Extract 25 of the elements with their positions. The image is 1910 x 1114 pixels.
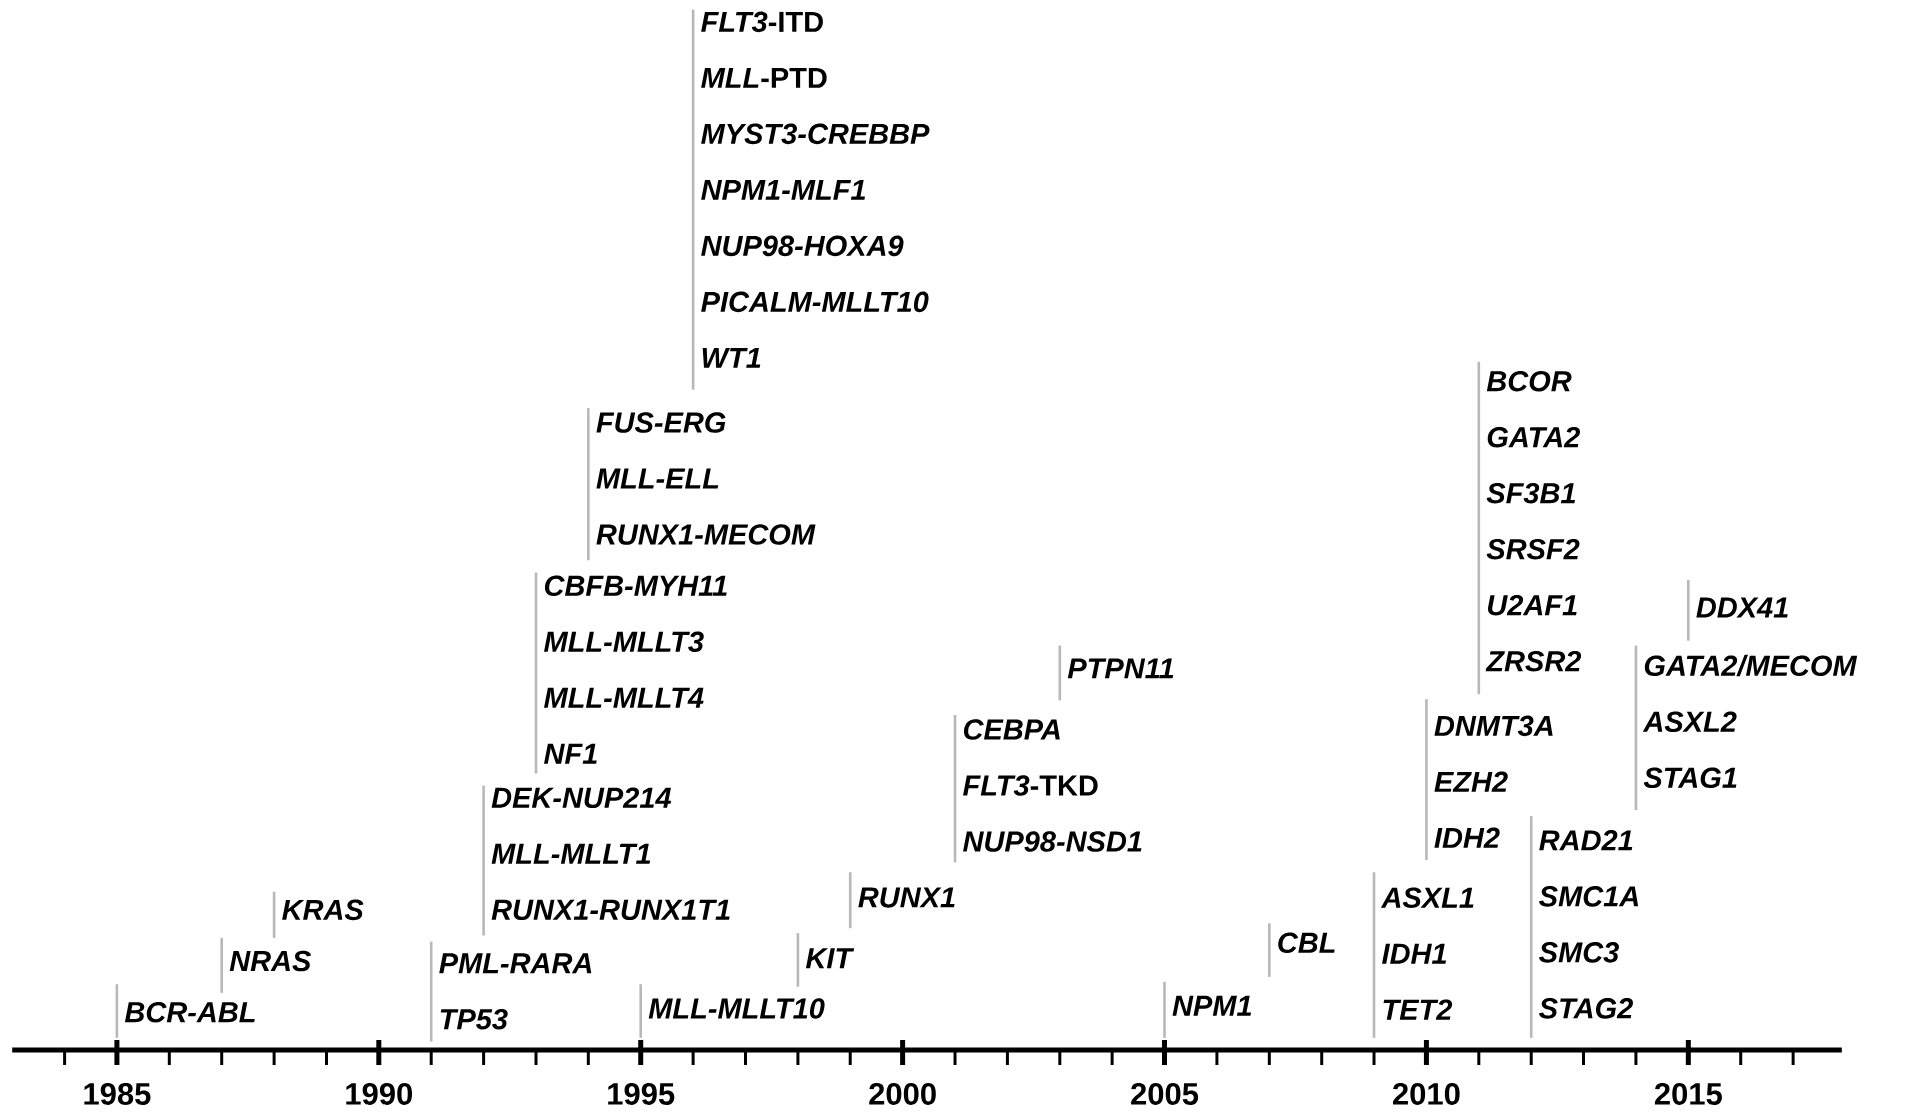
gene-group: BCOR GATA2 SF3B1 SRSF2 U2AF1 ZRSR2 [1477, 361, 1582, 695]
gene-group: KRAS [272, 891, 364, 938]
gene-group: CBL [1268, 923, 1335, 977]
gene-group: CBFB-MYH11 MLL-MLLT3 MLL-MLLT4 NF1 [534, 572, 727, 774]
gene-group: PML-RARA TP53 [429, 941, 592, 1042]
year-label: 2015 [1654, 1082, 1722, 1105]
year-label: 2010 [1393, 1082, 1460, 1105]
gene-group: KIT [796, 933, 855, 987]
gene-group: CEBPA FLT3-TKD NUP98-NSD1 [953, 715, 1142, 863]
year-label: 1990 [346, 1082, 412, 1105]
year-label: 2005 [1131, 1082, 1199, 1105]
gene-group: DDX41 [1687, 579, 1788, 641]
gene-group: DEK-NUP214 MLL-MLLT1 RUNX1-RUNX1T1 [482, 785, 730, 936]
gene-group: NPM1 [1163, 981, 1251, 1038]
gene-group: ASXL1 IDH1 TET2 [1372, 872, 1474, 1038]
year-label: 1995 [608, 1082, 675, 1105]
gene-group: GATA2/MECOM ASXL2 STAG1 [1634, 645, 1858, 810]
gene-group: MLL-MLLT10 [639, 984, 825, 1038]
year-label: 1985 [84, 1082, 151, 1105]
year-label: 2000 [869, 1082, 936, 1105]
gene-group: PTPN11 [1058, 645, 1174, 701]
gene-group: FLT3-ITD MLL-PTD MYST3-CREBBP NPM1-MLF1 NUP98-HOXA9 PICALM-MLLT10 WT1 [691, 9, 930, 390]
gene-group: FUS-ERG MLL-ELL RUNX1-MECOM [587, 408, 816, 561]
gene-group: RAD21 SMC1A SMC3 STAG2 [1529, 816, 1639, 1038]
gene-group: RUNX1 [848, 872, 955, 929]
